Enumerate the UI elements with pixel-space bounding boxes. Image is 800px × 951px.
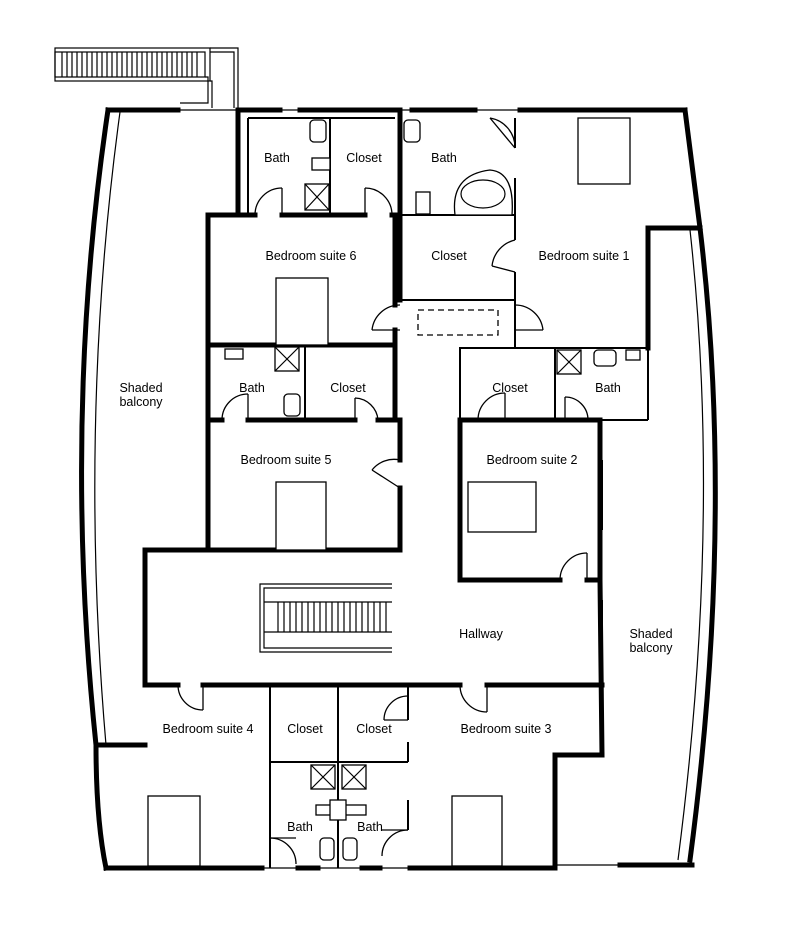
label-bedroom-suite-2: Bedroom suite 2 — [486, 453, 577, 467]
label-bath-top-mid: Bath — [431, 151, 457, 165]
bedroom-suite-5 — [205, 417, 403, 553]
label-closet-4: Closet — [287, 722, 323, 736]
central-landing — [371, 304, 544, 336]
label-bedroom-suite-1: Bedroom suite 1 — [538, 249, 629, 263]
suite1-bath-closet — [397, 107, 516, 303]
label-closet-top-left: Closet — [346, 151, 382, 165]
label-left-balcony-line2: balcony — [119, 395, 163, 409]
label-bedroom-suite-5: Bedroom suite 5 — [240, 453, 331, 467]
bedroom-suite-6 — [205, 212, 398, 423]
interior-stair — [259, 583, 392, 653]
label-bath-4: Bath — [287, 820, 313, 834]
label-closet-3: Closet — [356, 722, 392, 736]
label-closet-2: Closet — [492, 381, 528, 395]
bedroom-suites-3-4 — [147, 685, 503, 868]
label-bedroom-suite-4: Bedroom suite 4 — [162, 722, 253, 736]
room-labels: Bath Closet Bath Closet Bedroom suite 1 … — [119, 151, 673, 834]
label-closet-6: Closet — [330, 381, 366, 395]
bedroom-suite-2 — [457, 347, 649, 583]
top-left-bath-closet — [235, 107, 403, 218]
exterior-stair — [54, 47, 239, 108]
label-bath-2: Bath — [595, 381, 621, 395]
label-closet-mid: Closet — [431, 249, 467, 263]
bedroom-suite-1 — [514, 117, 651, 351]
label-hallway: Hallway — [459, 627, 504, 641]
label-bedroom-suite-6: Bedroom suite 6 — [265, 249, 356, 263]
hallway — [142, 547, 605, 758]
label-right-balcony-line1: Shaded — [629, 627, 672, 641]
label-right-balcony-line2: balcony — [629, 641, 673, 655]
label-bedroom-suite-3: Bedroom suite 3 — [460, 722, 551, 736]
label-bath-3: Bath — [357, 820, 383, 834]
label-left-balcony-line1: Shaded — [119, 381, 162, 395]
label-bath-6: Bath — [239, 381, 265, 395]
label-bath-top-left: Bath — [264, 151, 290, 165]
